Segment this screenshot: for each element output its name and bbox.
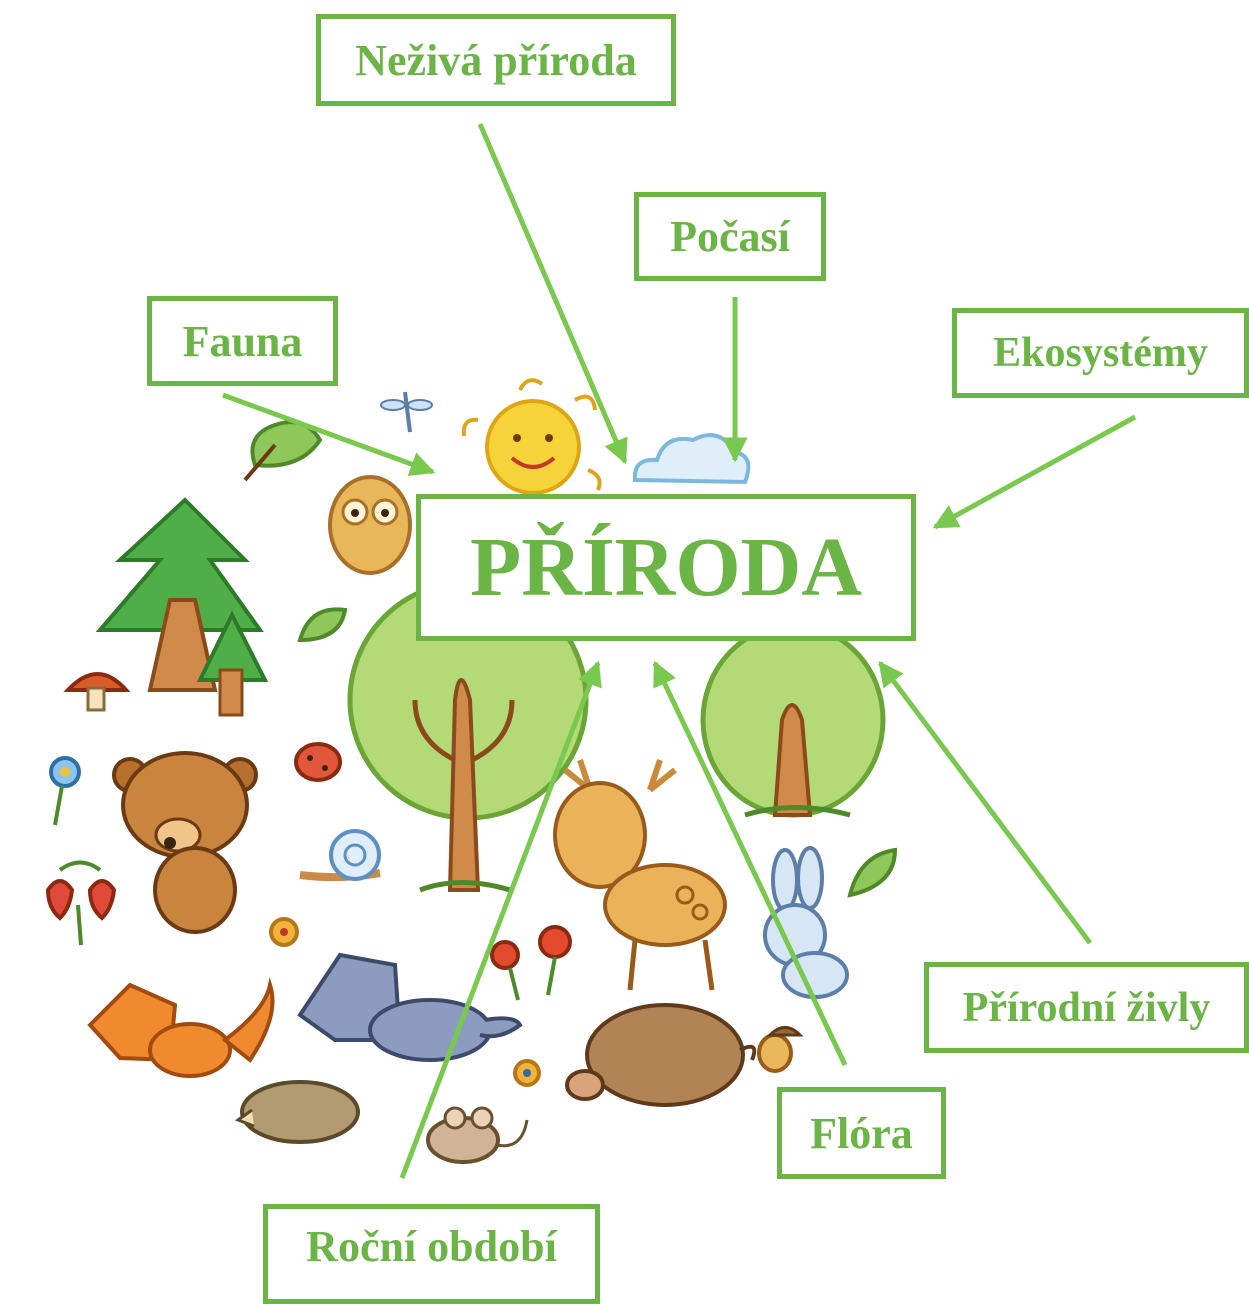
topic-label: Roční období [306, 1221, 557, 1272]
topic-label: Počasí [670, 211, 790, 262]
topic-label: Ekosystémy [993, 329, 1208, 377]
deciduous-tree-icon [703, 625, 883, 815]
strawberry-icon [48, 863, 114, 946]
mouse-icon [428, 1108, 527, 1162]
sun-icon [464, 380, 600, 493]
deer-icon [555, 760, 725, 990]
topic-rocni-obdobi: Roční období [263, 1204, 600, 1304]
wolf-icon [300, 955, 520, 1060]
topic-label: Neživá příroda [355, 35, 637, 86]
acorn-icon [759, 1028, 800, 1072]
hedgehog-icon [238, 1082, 358, 1142]
arrow-ekosystemy [935, 417, 1135, 527]
topic-label: Přírodní živly [963, 984, 1211, 1032]
flower-icon [492, 927, 570, 1000]
oak-leaf-icon [245, 422, 320, 480]
topic-prirodni-zivly: Přírodní živly [924, 962, 1249, 1053]
owl-icon [330, 477, 410, 573]
topic-nezziva-priroda: Neživá příroda [316, 14, 676, 106]
flower-icon [515, 1061, 539, 1085]
boar-icon [567, 1005, 754, 1105]
bear-icon [114, 753, 256, 932]
leaf-icon [850, 850, 895, 895]
center-label: PŘÍRODA [470, 519, 862, 616]
ladybug-icon [296, 744, 340, 780]
topic-label: Fauna [183, 316, 303, 367]
snail-icon [300, 831, 380, 879]
mushroom-icon [68, 674, 126, 710]
flower-icon [271, 919, 297, 945]
topic-flora: Flóra [777, 1087, 946, 1179]
cloud-icon [635, 435, 748, 482]
arrow-prirodni-zivly [880, 663, 1090, 943]
topic-label: Flóra [810, 1108, 913, 1159]
topic-fauna: Fauna [147, 296, 338, 386]
flower-icon [51, 758, 79, 825]
fox-icon [90, 985, 273, 1076]
topic-pocasi: Počasí [634, 192, 826, 281]
topic-ekosystemy: Ekosystémy [952, 308, 1249, 398]
fir-tree-icon [100, 500, 265, 715]
leaf-icon [300, 609, 345, 640]
dragonfly-icon [381, 392, 432, 432]
center-box-priroda: PŘÍRODA [416, 494, 916, 641]
